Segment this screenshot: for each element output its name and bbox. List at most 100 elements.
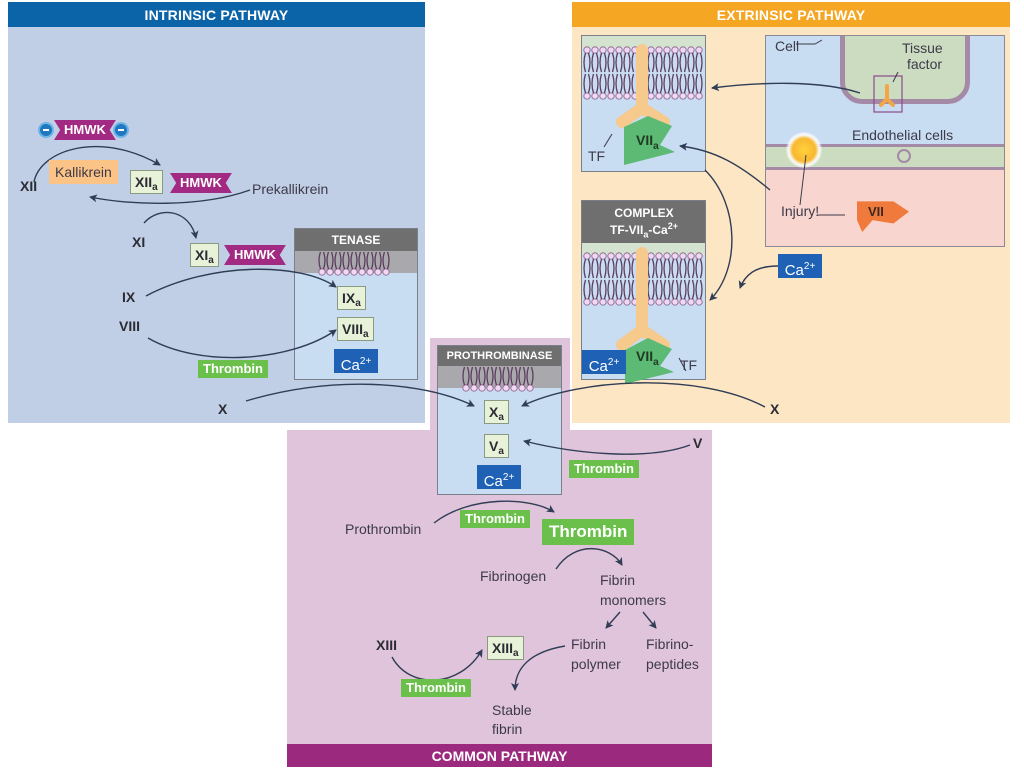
lipid-head [526, 384, 534, 392]
lipid-tail [607, 73, 611, 94]
lipid-head [591, 46, 599, 54]
lipid-tail [659, 279, 663, 300]
lipid-tail [607, 52, 611, 73]
fibrinopeptides-label-1: Fibrino- [646, 636, 694, 652]
factor-xiii-label: XIII [376, 637, 398, 653]
lipid-tail [466, 366, 470, 386]
lipid-head [583, 298, 591, 306]
lipid-head [663, 92, 671, 100]
lipid-tail [695, 73, 699, 94]
lipid-tail [699, 52, 703, 73]
factor-xa-box: Xa [484, 400, 509, 424]
lipid-tail [611, 258, 615, 279]
lipid-tail [506, 366, 510, 386]
lipid-tail [595, 258, 599, 279]
lipid-tail [595, 279, 599, 300]
lipid-head [583, 92, 591, 100]
lipid-tail [378, 251, 382, 270]
lipid-head [607, 298, 615, 306]
lipid-head [623, 46, 631, 54]
endothelial-nucleus [897, 149, 911, 163]
lipid-tail [683, 258, 687, 279]
factor-xiiia-label: XIII [492, 640, 514, 656]
calcium-prothrombinase-badge: Ca2+ [477, 465, 521, 490]
lipid-tail [615, 279, 619, 300]
lipid-head [518, 384, 526, 392]
hmwk-xia-badge: HMWK [224, 245, 286, 265]
injury-burst [786, 132, 822, 168]
common-pathway-title: COMMON PATHWAY [431, 748, 568, 764]
lipid-head [374, 268, 382, 276]
calcium-sup: 2+ [502, 472, 515, 483]
lipid-tail [695, 279, 699, 300]
complex-title-1: COMPLEX [614, 206, 674, 220]
factor-viia-label-complex: VIIa [636, 348, 659, 368]
lipid-tail [374, 251, 378, 270]
factor-viiia-box: VIIIa [337, 317, 374, 341]
pathway-arrows [33, 82, 861, 691]
factor-ixa-box: IXa [337, 286, 366, 310]
lipid-head [591, 92, 599, 100]
factor-vii-label: VII [868, 204, 884, 219]
thrombin-badge-prothrombin: Thrombin [460, 510, 530, 528]
lipid-tail [358, 251, 362, 270]
lipid-head [679, 252, 687, 260]
lipid-tail [591, 258, 595, 279]
lipid-tail [683, 73, 687, 94]
lipid-tail [603, 73, 607, 94]
lipid-head [695, 252, 703, 260]
lipid-tail [691, 52, 695, 73]
lipid-tail [474, 366, 478, 386]
prekallikrein-label: Prekallikrein [252, 181, 329, 197]
tissue-factor-receptor-cell [879, 84, 895, 107]
lipid-tail [655, 279, 659, 300]
lipid-head [647, 92, 655, 100]
lipid-tail [687, 279, 691, 300]
lipid-tail [623, 73, 627, 94]
lipid-tail [354, 251, 358, 270]
calcium-tenase-badge: Ca2+ [334, 349, 378, 374]
lipid-tail [599, 279, 603, 300]
lipid-tail [627, 279, 631, 300]
lipid-tail [478, 366, 482, 386]
lipid-tail [699, 258, 703, 279]
lipid-head [671, 46, 679, 54]
factor-xia-sub: a [208, 255, 214, 266]
lipid-tail [671, 258, 675, 279]
lipid-tail [599, 258, 603, 279]
factor-xiiia-box: XIIIa [487, 636, 524, 660]
lipid-head [591, 252, 599, 260]
lipid-tail [330, 251, 334, 270]
lipid-tail [691, 279, 695, 300]
lipid-tail [651, 258, 655, 279]
lipid-head [462, 384, 470, 392]
lipid-head [615, 92, 623, 100]
lipid-tail [514, 366, 518, 386]
fibrin-polymer-label-2: polymer [571, 656, 621, 672]
lipid-head [687, 252, 695, 260]
fibrin-polymer-label-1: Fibrin [571, 636, 607, 652]
lipid-tail [350, 251, 354, 270]
membrane-top-region [582, 36, 705, 48]
lipid-head [663, 252, 671, 260]
lipid-tail [591, 279, 595, 300]
lipid-tail [486, 366, 490, 386]
lipid-tail [651, 279, 655, 300]
bilayer-complex-box [583, 252, 703, 306]
factor-viia-shape-complex [625, 338, 674, 384]
factor-x-intrinsic-label: X [218, 401, 228, 417]
lipid-tail [623, 52, 627, 73]
lipid-tail [679, 258, 683, 279]
lipid-head [687, 92, 695, 100]
endothelial-cells-label: Endothelial cells [852, 127, 954, 143]
complex-header [582, 201, 705, 243]
lipid-tail [522, 366, 526, 386]
complex-title-2: TF-VIIa-Ca2+ [581, 221, 707, 239]
lipid-tail [611, 73, 615, 94]
lipid-head [318, 268, 326, 276]
lipid-head [663, 298, 671, 306]
stable-fibrin-label-1: Stable [492, 702, 532, 718]
tissue-factor-label-2: factor [907, 56, 943, 72]
lipid-head [655, 92, 663, 100]
factor-viiia-label: VIII [342, 321, 364, 337]
